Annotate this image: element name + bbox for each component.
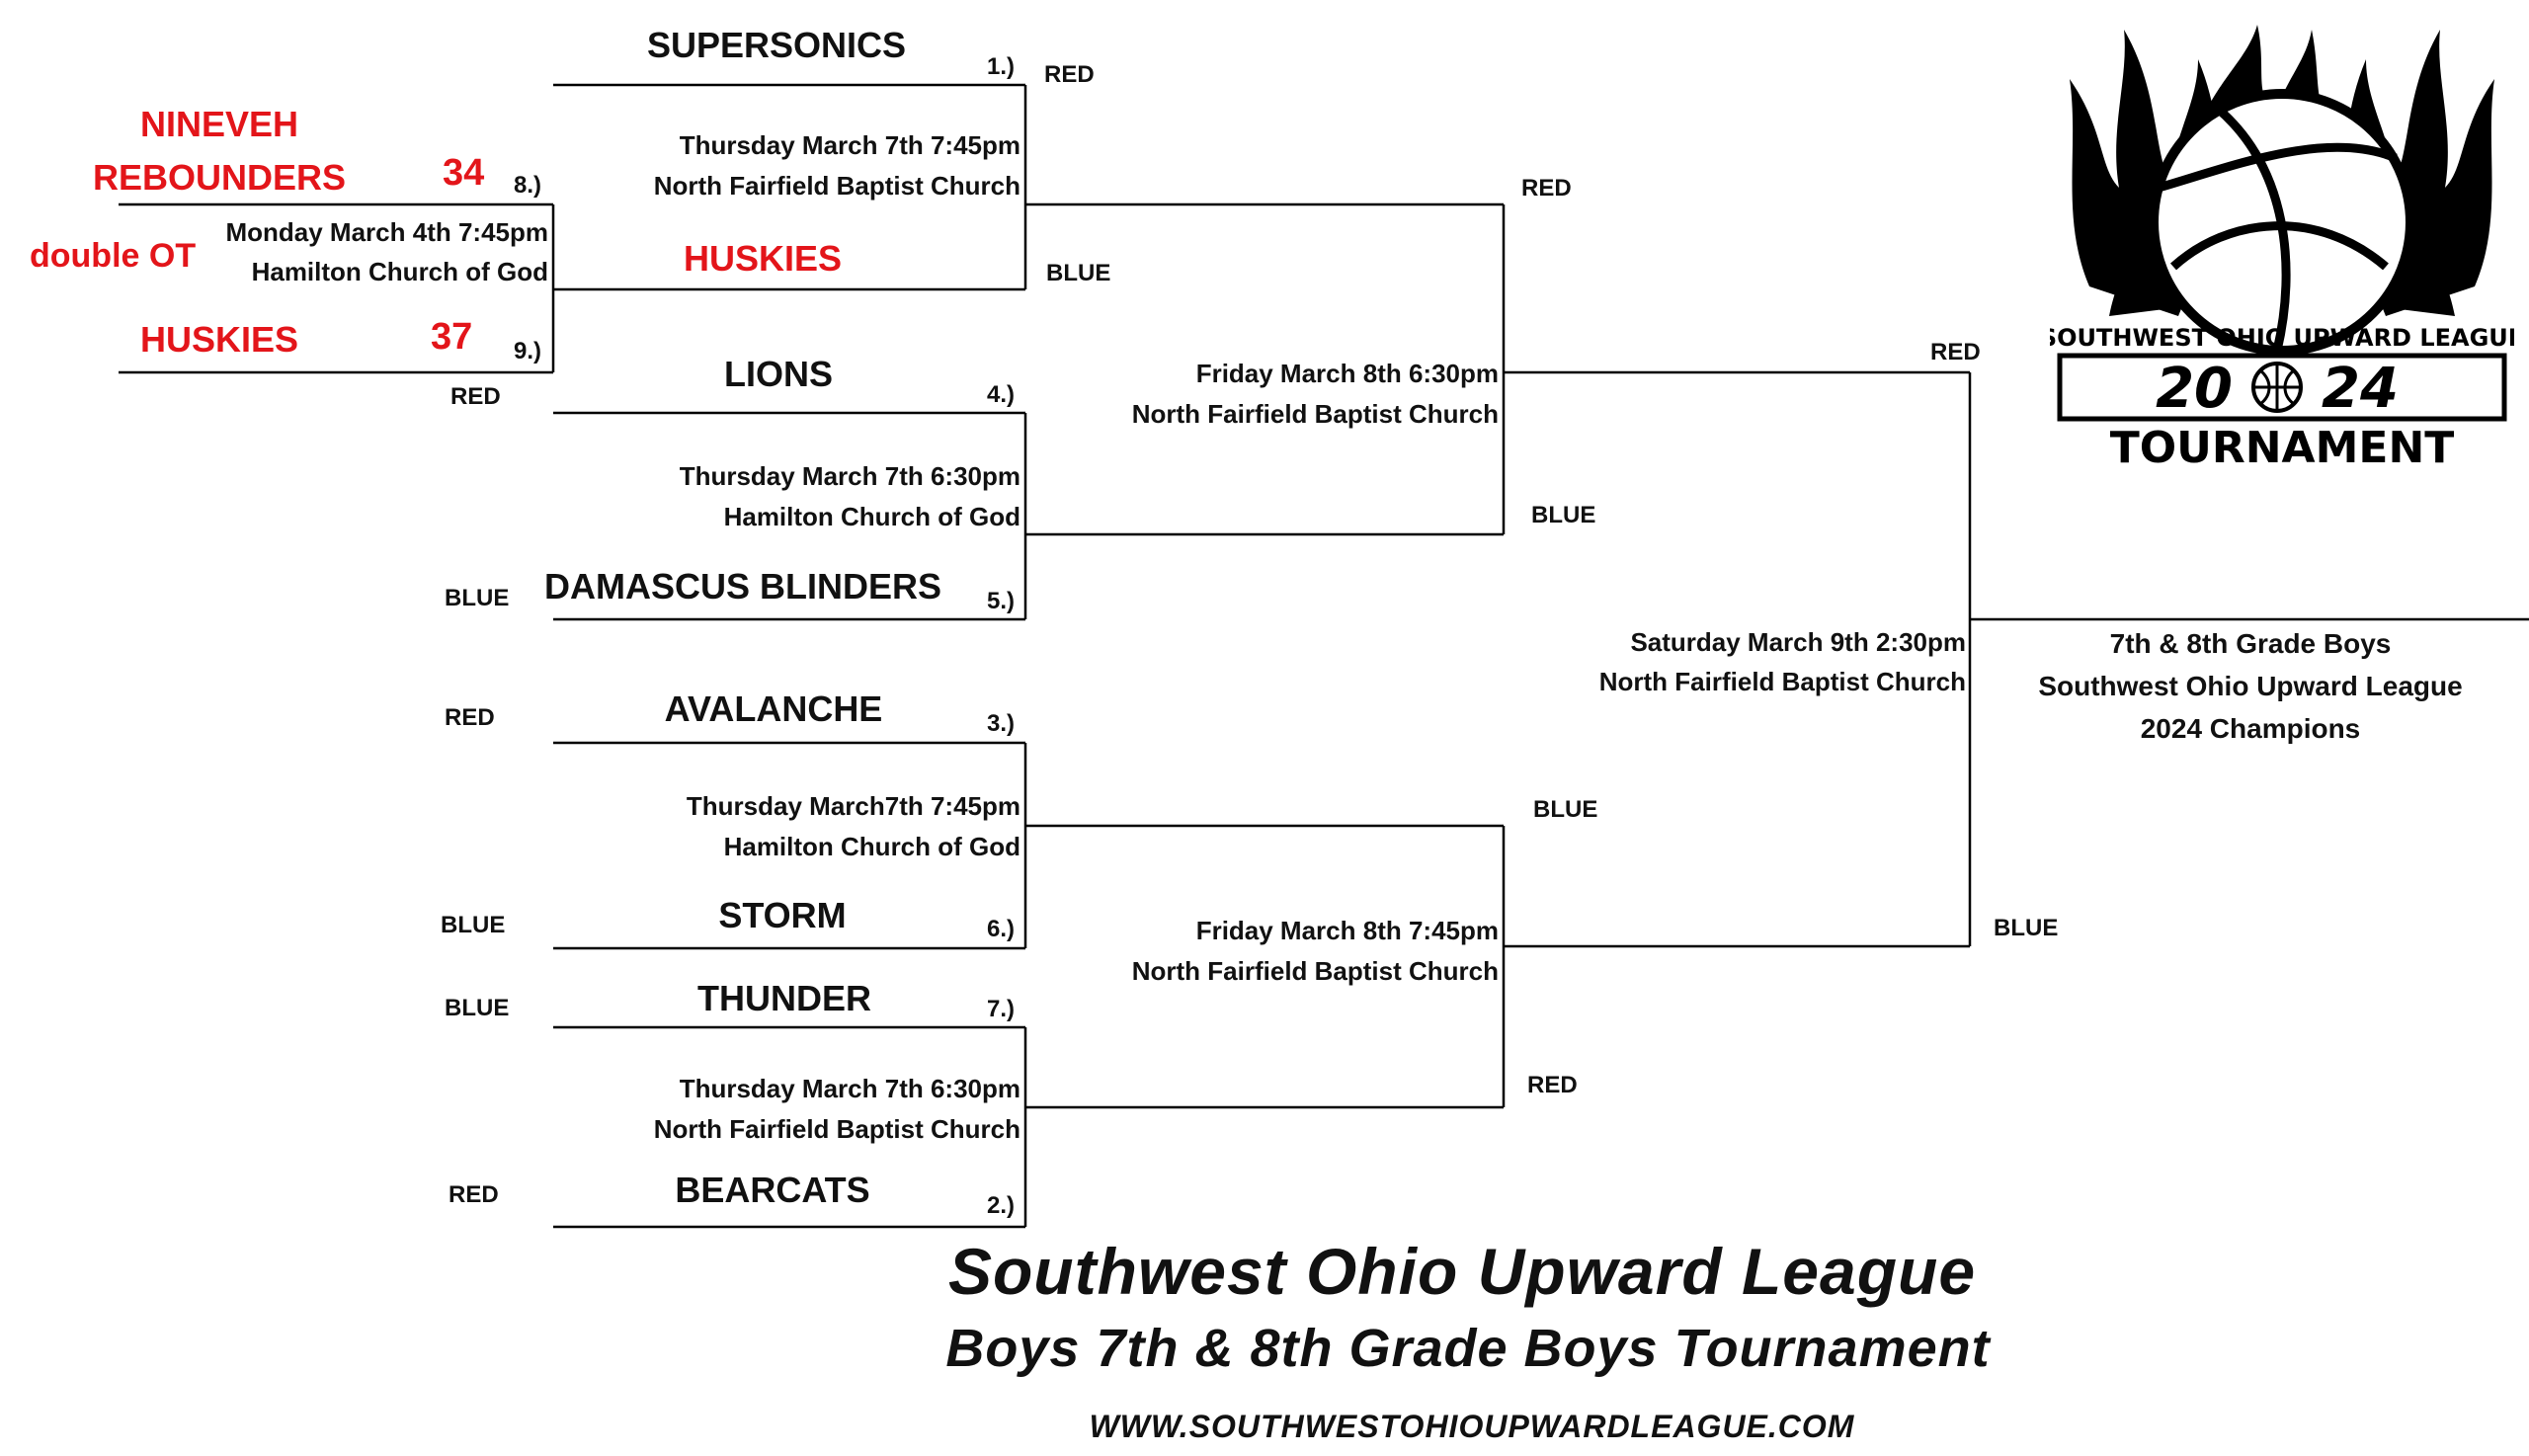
- seed-5: 5.): [987, 588, 1016, 614]
- playin-venue: Hamilton Church of God: [251, 257, 548, 286]
- playin-team-b-score: 37: [431, 316, 473, 358]
- seed-7: 7.): [987, 996, 1016, 1022]
- qf3-venue: Hamilton Church of God: [723, 832, 1020, 861]
- side-label-red: RED: [445, 704, 495, 731]
- playin-note: double OT: [30, 237, 197, 275]
- qf4-date: Thursday March 7th 6:30pm: [679, 1074, 1020, 1103]
- footer-subtitle: Boys 7th & 8th Grade Boys Tournament: [945, 1319, 1991, 1378]
- side-label-blue: BLUE: [445, 585, 510, 611]
- team-damascus-blinders: DAMASCUS BLINDERS: [543, 566, 942, 607]
- sf1-venue: North Fairfield Baptist Church: [1131, 399, 1499, 429]
- seed-2: 2.): [987, 1192, 1016, 1219]
- qf2-venue: Hamilton Church of God: [723, 502, 1020, 531]
- team-thunder: THUNDER: [697, 978, 871, 1018]
- qf2-date: Thursday March 7th 6:30pm: [679, 461, 1020, 491]
- sf2-venue: North Fairfield Baptist Church: [1131, 956, 1499, 986]
- qf1-date: Thursday March 7th 7:45pm: [679, 130, 1020, 160]
- team-huskies: HUSKIES: [683, 238, 843, 279]
- team-supersonics: SUPERSONICS: [646, 25, 907, 65]
- team-avalanche: AVALANCHE: [664, 688, 883, 729]
- qf4-venue: North Fairfield Baptist Church: [653, 1114, 1020, 1144]
- final-date: Saturday March 9th 2:30pm: [1630, 627, 1966, 657]
- seed-4: 4.): [987, 381, 1016, 408]
- playin-date: Monday March 4th 7:45pm: [225, 217, 548, 247]
- side-label-blue: BLUE: [441, 912, 506, 938]
- footer-url[interactable]: WWW.SOUTHWESTOHIOUPWARDLEAGUE.COM: [1089, 1409, 1855, 1444]
- seed-1: 1.): [987, 53, 1016, 80]
- team-storm: STORM: [718, 895, 847, 935]
- qf1-venue: North Fairfield Baptist Church: [653, 171, 1020, 201]
- logo-league-text: SOUTHWEST OHIO UPWARD LEAGUE: [2050, 324, 2514, 352]
- footer-title: Southwest Ohio Upward League: [947, 1235, 1977, 1308]
- side-label-blue: BLUE: [445, 995, 510, 1021]
- side-label-blue: BLUE: [1531, 502, 1596, 528]
- champion-line2: Southwest Ohio Upward League: [2038, 671, 2463, 701]
- side-label-red: RED: [1521, 175, 1572, 202]
- playin-team-a-line1: NINEVEH: [139, 104, 299, 144]
- seed-9: 9.): [514, 338, 542, 364]
- champion-line3: 2024 Champions: [2140, 713, 2361, 744]
- seed-6: 6.): [987, 916, 1016, 942]
- seed-3: 3.): [987, 710, 1016, 737]
- side-label-blue: BLUE: [1533, 796, 1598, 823]
- team-bearcats: BEARCATS: [675, 1170, 870, 1210]
- qf3-date: Thursday March7th 7:45pm: [686, 791, 1020, 821]
- playin-team-b: HUSKIES: [139, 319, 299, 360]
- side-label-red: RED: [449, 1181, 499, 1208]
- side-label-red: RED: [1044, 61, 1095, 88]
- final-venue: North Fairfield Baptist Church: [1598, 667, 1966, 696]
- logo-tournament-text: TOURNAMENT: [2110, 423, 2455, 473]
- sf2-date: Friday March 8th 7:45pm: [1195, 916, 1499, 945]
- side-label-red: RED: [1527, 1072, 1578, 1098]
- side-label-red: RED: [450, 383, 501, 410]
- logo-year-right: 24: [2322, 357, 2399, 421]
- side-label-blue: BLUE: [1046, 260, 1111, 286]
- seed-8: 8.): [514, 172, 542, 199]
- playin-team-a-score: 34: [443, 152, 485, 194]
- playin-team-a-line2: REBOUNDERS: [92, 157, 347, 198]
- team-lions: LIONS: [723, 354, 834, 394]
- sf1-date: Friday March 8th 6:30pm: [1195, 359, 1499, 388]
- side-label-red: RED: [1930, 339, 1981, 365]
- champion-line1: 7th & 8th Grade Boys: [2109, 628, 2392, 659]
- tournament-logo: SOUTHWEST OHIO UPWARD LEAGUE 20 24 TOURN…: [2050, 25, 2514, 473]
- logo-year-left: 20: [2156, 357, 2233, 421]
- side-label-blue: BLUE: [1994, 915, 2059, 941]
